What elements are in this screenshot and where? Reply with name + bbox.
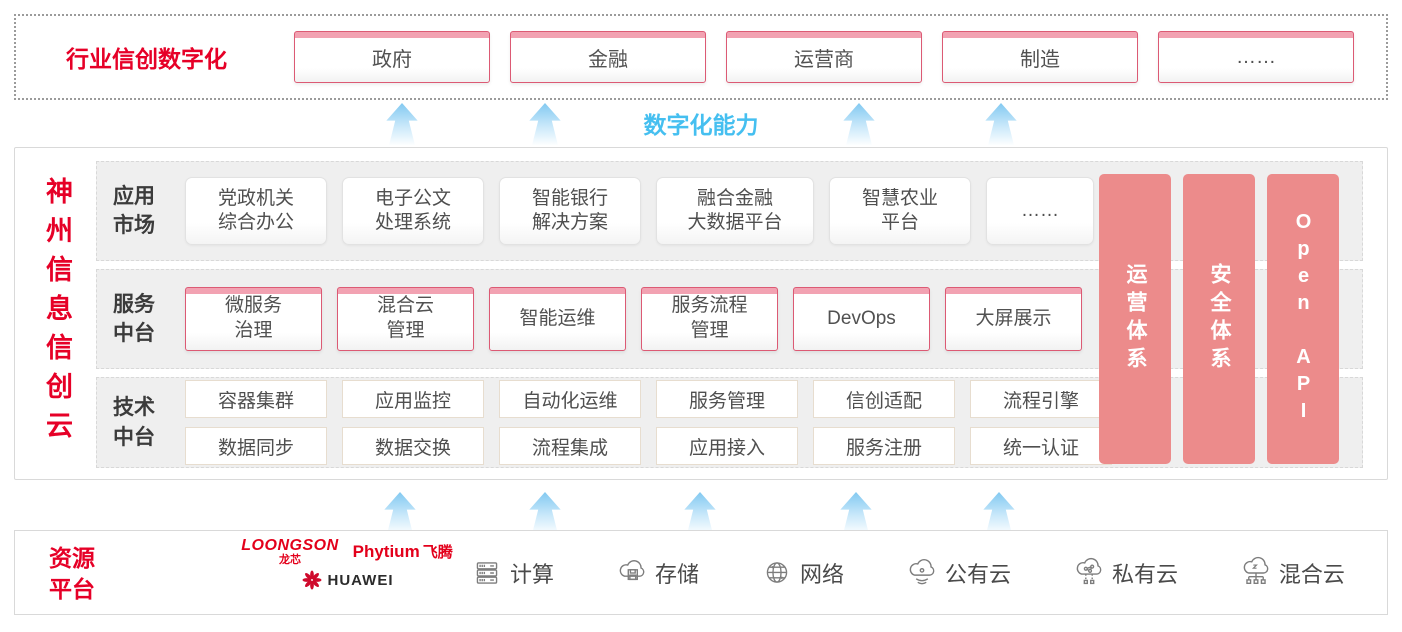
resource-item-label: 私有云: [1111, 561, 1178, 587]
industry-box-more: ……: [1158, 31, 1354, 83]
resource-item-compute: 计算: [470, 556, 554, 590]
service-box: DevOps: [793, 287, 930, 351]
resource-item-label: 网络: [799, 561, 844, 587]
pillar-security-system: 安全体系: [1183, 174, 1255, 464]
resource-item-public-cloud: 公有云: [905, 556, 1011, 590]
public-cloud-icon: [909, 558, 935, 584]
pillar-operation-system: 运营体系: [1099, 174, 1171, 464]
tech-box: 容器集群: [185, 380, 327, 418]
app-box: 电子公文 处理系统: [342, 177, 484, 245]
resource-item-label: 公有云: [944, 561, 1011, 587]
up-arrow-icon: [684, 492, 716, 534]
tech-box: 服务注册: [813, 427, 955, 465]
pillar-open-api: Open API: [1267, 174, 1339, 464]
phytium-chinese: 飞腾: [422, 544, 453, 561]
resource-items: 计算 存储 网络: [470, 531, 1345, 614]
huawei-flower-icon: [302, 570, 321, 590]
app-box: 智能银行 解决方案: [499, 177, 641, 245]
up-arrow-icon: [840, 492, 872, 534]
service-items: 微服务 治理 混合云 管理 智能运维 服务流程 管理 DevOps 大屏展示: [185, 287, 1082, 351]
up-arrow-icon: [384, 492, 416, 534]
service-box: 大屏展示: [945, 287, 1082, 351]
tech-box: 流程集成: [499, 427, 641, 465]
platform-title: 神州信息信创云: [42, 177, 72, 450]
up-arrow-icon: [529, 492, 561, 534]
app-market-row: 应用 市场 党政机关 综合办公 电子公文 处理系统 智能银行 解决方案 融合金融…: [96, 161, 1363, 261]
tech-items: 容器集群 应用监控 自动化运维 服务管理 信创适配 流程引擎 数据同步 数据交换…: [185, 380, 1112, 465]
app-market-items: 党政机关 综合办公 电子公文 处理系统 智能银行 解决方案 融合金融 大数据平台…: [185, 177, 1094, 245]
tech-middle-row: 技术 中台 容器集群 应用监控 自动化运维 服务管理 信创适配 流程引擎 数据同…: [96, 377, 1363, 468]
industry-banner: 行业信创数字化 政府 金融 运营商 制造 ……: [14, 14, 1388, 100]
huawei-wordmark: HUAWEI: [327, 571, 394, 589]
resource-item-label: 混合云: [1278, 561, 1345, 587]
loongson-chinese: 龙芯: [278, 554, 301, 566]
tech-box: 数据交换: [342, 427, 484, 465]
private-cloud-icon: [1076, 557, 1102, 584]
tech-line-bottom: 数据同步 数据交换 流程集成 应用接入 服务注册 统一认证: [185, 427, 1112, 465]
app-box-more: ……: [986, 177, 1094, 245]
tech-box: 数据同步: [185, 427, 327, 465]
service-box: 智能运维: [489, 287, 626, 351]
network-icon: [766, 561, 788, 583]
tech-box: 统一认证: [970, 427, 1112, 465]
tech-box: 流程引擎: [970, 380, 1112, 418]
resource-panel: 资源 平台 LOONGSON 龙芯 Phytium 飞腾: [14, 530, 1388, 615]
loongson-wordmark: LOONGSON: [241, 537, 339, 554]
loongson-logo: LOONGSON 龙芯: [241, 538, 338, 566]
app-box: 党政机关 综合办公: [185, 177, 327, 245]
resource-item-network: 网络: [760, 556, 844, 590]
app-box: 智慧农业 平台: [829, 177, 971, 245]
industry-box-finance: 金融: [510, 31, 706, 83]
vendor-row: LOONGSON 龙芯 Phytium 飞腾: [241, 538, 452, 566]
resource-item-label: 存储: [654, 561, 699, 587]
banner-title: 行业信创数字化: [66, 46, 227, 72]
up-arrow-icon: [983, 492, 1015, 534]
row-label-tech: 技术 中台: [113, 396, 155, 449]
huawei-logo: HUAWEI: [301, 569, 394, 591]
industry-box-operator: 运营商: [726, 31, 922, 83]
vendor-logos: LOONGSON 龙芯 Phytium 飞腾: [213, 538, 481, 591]
phytium-logo: Phytium 飞腾: [353, 541, 453, 562]
compute-icon: [476, 561, 498, 584]
app-box: 融合金融 大数据平台: [656, 177, 814, 245]
row-label-app-market: 应用 市场: [113, 184, 155, 237]
phytium-wordmark: Phytium: [352, 541, 420, 561]
tech-box: 应用监控: [342, 380, 484, 418]
tech-box: 自动化运维: [499, 380, 641, 418]
industry-box-government: 政府: [294, 31, 490, 83]
service-box: 服务流程 管理: [641, 287, 778, 351]
industry-box-manufacturing: 制造: [942, 31, 1138, 83]
tech-box: 信创适配: [813, 380, 955, 418]
service-box: 微服务 治理: [185, 287, 322, 351]
service-box: 混合云 管理: [337, 287, 474, 351]
tech-line-top: 容器集群 应用监控 自动化运维 服务管理 信创适配 流程引擎: [185, 380, 1112, 418]
tech-box: 服务管理: [656, 380, 798, 418]
storage-icon: [619, 559, 645, 580]
industry-list: 政府 金融 运营商 制造 ……: [294, 31, 1354, 83]
service-middle-row: 服务 中台 微服务 治理 混合云 管理 智能运维 服务流程 管理 DevOps …: [96, 269, 1363, 369]
platform-panel: 神州信息信创云 应用 市场 党政机关 综合办公 电子公文 处理系统 智能银行 解…: [14, 147, 1388, 480]
resource-title: 资源 平台: [49, 545, 95, 603]
tech-box: 应用接入: [656, 427, 798, 465]
resource-item-storage: 存储: [615, 556, 699, 590]
resource-item-hybrid-cloud: 混合云: [1239, 556, 1345, 590]
resource-item-private-cloud: 私有云: [1072, 556, 1178, 590]
resource-item-label: 计算: [510, 561, 555, 587]
row-label-service: 服务 中台: [113, 292, 155, 345]
capability-label: 数字化能力: [643, 112, 759, 138]
hybrid-cloud-icon: [1243, 556, 1269, 584]
